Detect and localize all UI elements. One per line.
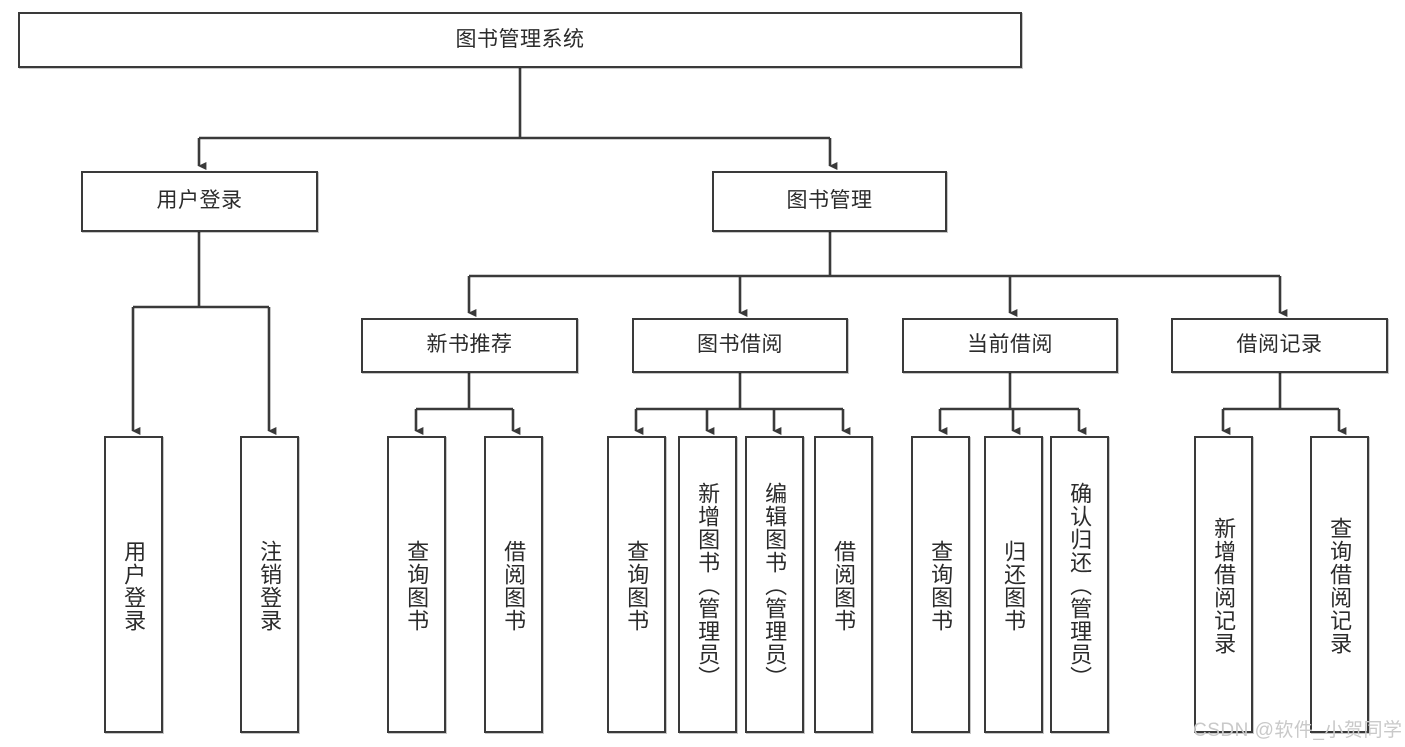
edges-current-borrow xyxy=(938,373,1087,435)
node-root-label: 图书管理系统 xyxy=(455,27,585,51)
node-leaf-borrow-book-2-label: 借阅图书 xyxy=(831,539,857,632)
node-new-book-rec-label: 新书推荐 xyxy=(426,333,513,357)
node-borrow-record-label: 借阅记录 xyxy=(1236,333,1323,357)
edges-book-manage xyxy=(467,232,1288,317)
node-leaf-query-book-3-label: 查询图书 xyxy=(928,539,954,632)
node-book-borrow-label: 图书借阅 xyxy=(697,333,783,357)
node-leaf-return-book-label: 归还图书 xyxy=(1001,539,1027,632)
csdn-watermark: CSDN @软件_小贺同学 xyxy=(1193,720,1403,741)
node-leaf-query-book-1[interactable]: 查询图书 xyxy=(387,436,446,733)
node-book-borrow[interactable]: 图书借阅 xyxy=(632,318,848,373)
node-current-borrow[interactable]: 当前借阅 xyxy=(902,318,1118,373)
node-book-manage-label: 图书管理 xyxy=(786,189,873,213)
node-user-login[interactable]: 用户登录 xyxy=(81,171,318,232)
node-root[interactable]: 图书管理系统 xyxy=(18,12,1022,68)
node-leaf-add-borrow-record[interactable]: 新增借阅记录 xyxy=(1194,436,1253,733)
node-leaf-user-login-label: 用户登录 xyxy=(121,539,147,632)
edges-root xyxy=(197,68,838,170)
node-leaf-borrow-book-2[interactable]: 借阅图书 xyxy=(814,436,873,733)
edges-book-borrow xyxy=(634,373,851,435)
edges-borrow-record xyxy=(1221,373,1347,435)
node-leaf-add-borrow-record-label: 新增借阅记录 xyxy=(1211,516,1237,655)
node-leaf-add-book-admin-label: 新增图书（管理员） xyxy=(695,482,721,689)
node-leaf-confirm-return-admin-label: 确认归还（管理员） xyxy=(1067,482,1093,689)
node-leaf-query-book-2-label: 查询图书 xyxy=(624,539,650,632)
node-leaf-user-logout[interactable]: 注销登录 xyxy=(240,436,299,733)
node-leaf-user-login[interactable]: 用户登录 xyxy=(104,436,163,733)
node-borrow-record[interactable]: 借阅记录 xyxy=(1171,318,1388,373)
node-leaf-confirm-return-admin[interactable]: 确认归还（管理员） xyxy=(1050,436,1109,733)
node-current-borrow-label: 当前借阅 xyxy=(967,333,1053,357)
node-leaf-query-borrow-record[interactable]: 查询借阅记录 xyxy=(1310,436,1369,733)
node-book-manage[interactable]: 图书管理 xyxy=(712,171,947,232)
node-leaf-query-book-2[interactable]: 查询图书 xyxy=(607,436,666,733)
edges-user-login xyxy=(131,232,277,435)
node-leaf-borrow-book-1[interactable]: 借阅图书 xyxy=(484,436,543,733)
node-leaf-add-book-admin[interactable]: 新增图书（管理员） xyxy=(678,436,737,733)
node-user-login-label: 用户登录 xyxy=(156,189,243,213)
node-leaf-query-book-1-label: 查询图书 xyxy=(404,539,430,632)
node-leaf-return-book[interactable]: 归还图书 xyxy=(984,436,1043,733)
node-leaf-query-book-3[interactable]: 查询图书 xyxy=(911,436,970,733)
node-leaf-user-logout-label: 注销登录 xyxy=(257,539,283,632)
node-leaf-borrow-book-1-label: 借阅图书 xyxy=(501,539,527,632)
node-leaf-edit-book-admin[interactable]: 编辑图书（管理员） xyxy=(745,436,804,733)
node-new-book-rec[interactable]: 新书推荐 xyxy=(361,318,578,373)
node-leaf-edit-book-admin-label: 编辑图书（管理员） xyxy=(762,482,788,689)
edges-new-book-rec xyxy=(414,373,521,435)
node-leaf-query-borrow-record-label: 查询借阅记录 xyxy=(1327,516,1353,655)
